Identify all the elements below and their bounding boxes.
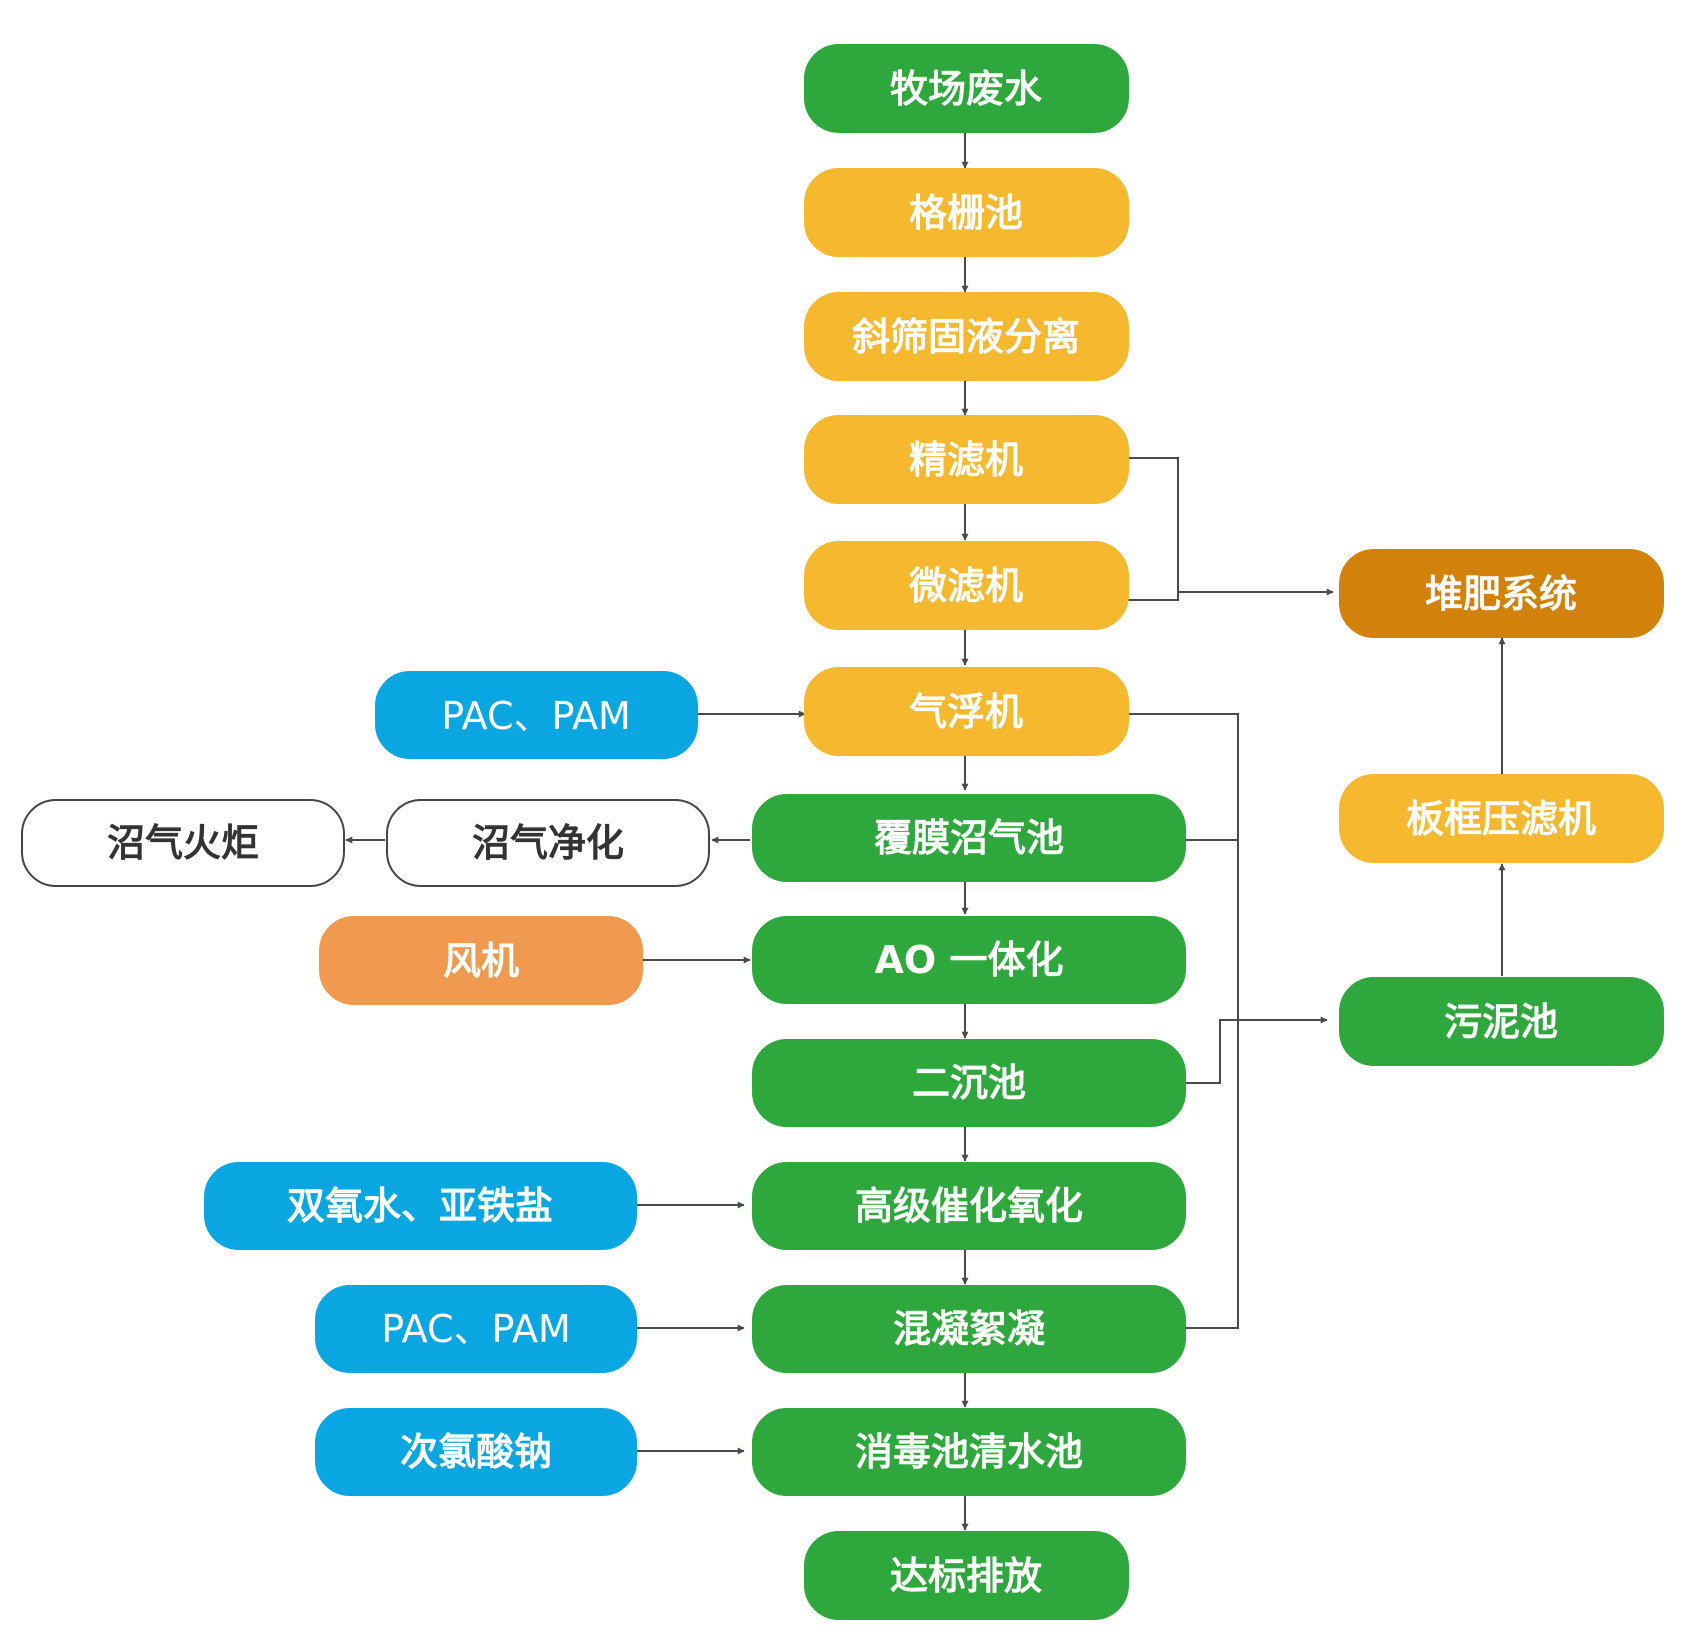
node-label: 精滤机 bbox=[909, 438, 1023, 482]
node-pac-pam-1: PAC、PAM bbox=[375, 671, 698, 759]
node-label: AO 一体化 bbox=[875, 938, 1064, 982]
node-label: 混凝絮凝 bbox=[893, 1307, 1045, 1351]
node-box bbox=[204, 1162, 637, 1250]
node-box bbox=[1339, 774, 1664, 863]
node-box bbox=[804, 415, 1129, 504]
node-box bbox=[804, 541, 1129, 630]
node-box bbox=[804, 168, 1129, 257]
node-peroxide-ferrous: 双氧水、亚铁盐 bbox=[204, 1162, 637, 1250]
node-box bbox=[752, 916, 1186, 1004]
node-hypochlorite: 次氯酸钠 bbox=[315, 1408, 637, 1496]
node-box bbox=[375, 671, 698, 759]
node-label: 沼气净化 bbox=[472, 821, 624, 865]
node-blower: 风机 bbox=[319, 916, 643, 1005]
node-box bbox=[804, 292, 1129, 381]
node-box bbox=[386, 799, 710, 887]
node-box bbox=[752, 794, 1186, 882]
node-secondary-clarifier: 二沉池 bbox=[752, 1039, 1186, 1127]
node-label: 微滤机 bbox=[908, 564, 1023, 608]
node-screen-separator: 斜筛固液分离 bbox=[804, 292, 1129, 381]
node-label: PAC、PAM bbox=[381, 1307, 571, 1351]
node-biogas-torch: 沼气火炬 bbox=[21, 799, 345, 887]
node-box bbox=[752, 1408, 1186, 1496]
node-pac-pam-2: PAC、PAM bbox=[315, 1285, 637, 1373]
node-air-flotation: 气浮机 bbox=[804, 667, 1129, 756]
node-label: 气浮机 bbox=[909, 690, 1023, 734]
node-box bbox=[1339, 977, 1664, 1066]
nodes: 牧场废水 格栅池 斜筛固液分离 精滤机 微滤机 堆肥系统 PAC、PAM 气浮 bbox=[21, 44, 1664, 1620]
node-sludge-tank: 污泥池 bbox=[1339, 977, 1664, 1066]
node-box bbox=[804, 44, 1129, 133]
node-label: 次氯酸钠 bbox=[400, 1430, 552, 1474]
node-micro-filter: 微滤机 bbox=[804, 541, 1129, 630]
arrow-microfilter-to-compost bbox=[1128, 588, 1334, 601]
node-box bbox=[315, 1285, 637, 1373]
node-compost-system: 堆肥系统 bbox=[1339, 549, 1664, 638]
node-ao-integrated: AO 一体化 bbox=[752, 916, 1186, 1004]
connectors bbox=[345, 132, 1506, 1531]
node-disinfection-clear-tank: 消毒池清水池 bbox=[752, 1408, 1186, 1496]
node-wastewater: 牧场废水 bbox=[804, 44, 1129, 133]
node-covered-biogas-tank: 覆膜沼气池 bbox=[752, 794, 1186, 882]
node-plate-frame-press: 板框压滤机 bbox=[1339, 774, 1664, 863]
node-box bbox=[315, 1408, 637, 1496]
node-grille-tank: 格栅池 bbox=[804, 168, 1129, 257]
node-box bbox=[804, 1531, 1129, 1620]
node-label: 高级催化氧化 bbox=[855, 1184, 1083, 1228]
line-finefilter-to-compost bbox=[1128, 457, 1179, 600]
line-clarifier-sludge bbox=[1185, 1019, 1238, 1084]
node-fine-filter: 精滤机 bbox=[804, 415, 1129, 504]
node-label: 格栅池 bbox=[909, 191, 1023, 235]
node-label: 污泥池 bbox=[1444, 1000, 1558, 1044]
node-label: 达标排放 bbox=[890, 1554, 1042, 1598]
node-label: 斜筛固液分离 bbox=[852, 315, 1080, 359]
node-label: 双氧水、亚铁盐 bbox=[287, 1184, 553, 1228]
node-compliant-discharge: 达标排放 bbox=[804, 1531, 1129, 1620]
node-box bbox=[752, 1039, 1186, 1127]
node-label: PAC、PAM bbox=[441, 694, 631, 738]
node-box bbox=[752, 1162, 1186, 1250]
node-label: 沼气火炬 bbox=[107, 821, 259, 865]
node-advanced-catalytic-oxidation: 高级催化氧化 bbox=[752, 1162, 1186, 1250]
node-coagulation-flocculation: 混凝絮凝 bbox=[752, 1285, 1186, 1373]
node-box bbox=[319, 916, 643, 1005]
node-label: 风机 bbox=[443, 939, 519, 983]
node-box bbox=[1339, 549, 1664, 638]
node-label: 牧场废水 bbox=[890, 67, 1043, 111]
node-box bbox=[804, 667, 1129, 756]
node-label: 覆膜沼气池 bbox=[874, 816, 1064, 860]
node-label: 堆肥系统 bbox=[1425, 572, 1577, 616]
node-label: 消毒池清水池 bbox=[855, 1430, 1083, 1474]
node-label: 板框压滤机 bbox=[1406, 797, 1596, 841]
node-label: 二沉池 bbox=[912, 1061, 1026, 1105]
node-box bbox=[752, 1285, 1186, 1373]
node-biogas-purification: 沼气净化 bbox=[386, 799, 710, 887]
node-box bbox=[21, 799, 345, 887]
